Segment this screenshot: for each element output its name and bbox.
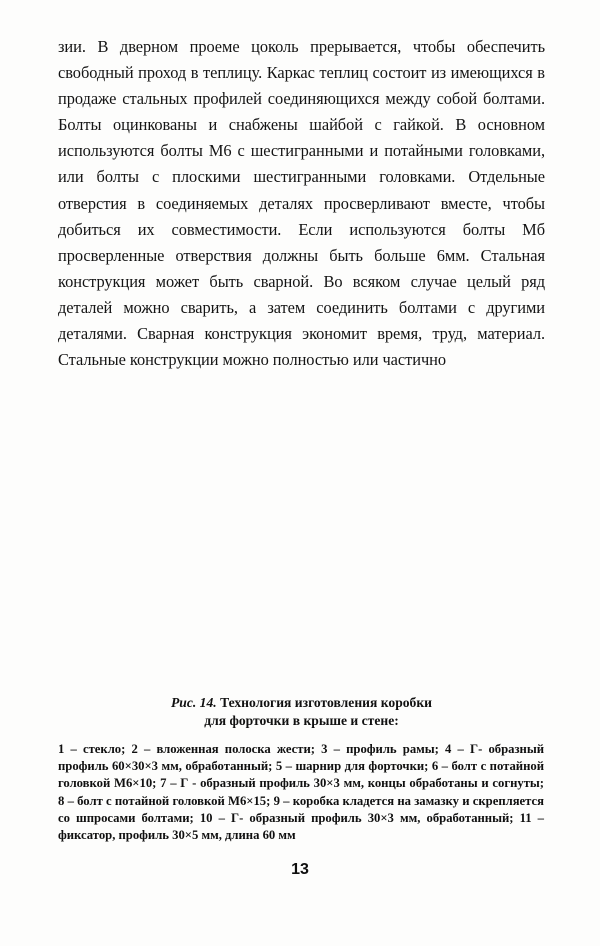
figure-illustration: 4 5 6 7 8 9 10 3 2 1 6 11 20 <box>0 360 600 700</box>
figure-caption: Рис. 14. Технология изготовления коробки… <box>58 694 545 729</box>
caption-title: Технология изготовления коробки <box>220 695 433 710</box>
body-paragraph: зии. В дверном проеме цоколь прерывается… <box>58 37 545 370</box>
figure-number: Рис. 14. <box>170 695 217 710</box>
figure-drawing: 4 5 6 7 8 9 10 3 2 1 6 11 20 <box>0 360 600 700</box>
caption-line-2: для форточки в крыше и стене: <box>204 712 399 728</box>
body-text-block: зии. В дверном проеме цоколь прерывается… <box>58 34 545 373</box>
page-number: 13 <box>291 861 309 878</box>
legend-text: 1 – стекло; 2 – вложенная полоска жести;… <box>58 742 544 843</box>
caption-line-1: Рис. 14. Технология изготовления коробки <box>58 694 545 712</box>
figure-legend: 1 – стекло; 2 – вложенная полоска жести;… <box>58 741 544 844</box>
